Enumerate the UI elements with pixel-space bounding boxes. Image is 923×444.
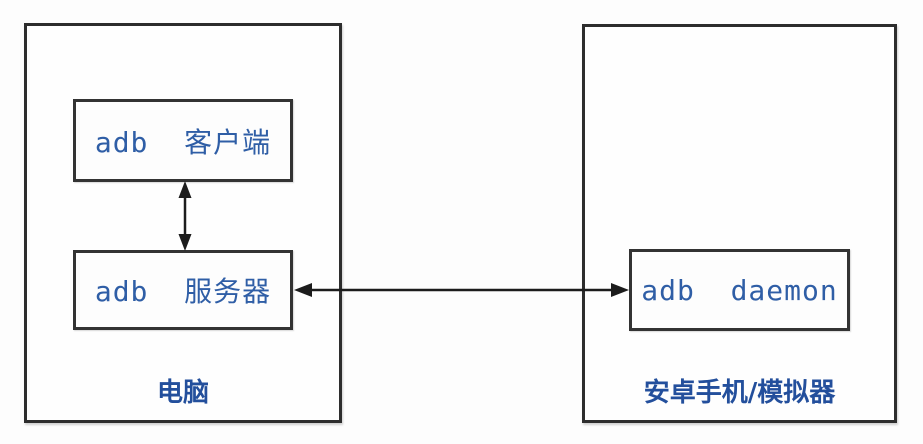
adb-server-node: adb 服务器 [73,250,293,330]
adb-daemon-node: adb daemon [629,249,850,331]
android-device-group-caption: 安卓手机/模拟器 [643,378,836,408]
adb-daemon-label: adb daemon [641,273,838,307]
computer-group-box [24,23,342,423]
computer-group-caption: 电脑 [156,378,209,408]
adb-client-node: adb 客户端 [73,99,293,182]
android-device-group-box [582,24,897,423]
adb-client-label: adb 客户端 [94,125,272,159]
server-daemon-bidirectional-arrow [294,283,629,297]
adb-server-label: adb 服务器 [94,275,272,308]
